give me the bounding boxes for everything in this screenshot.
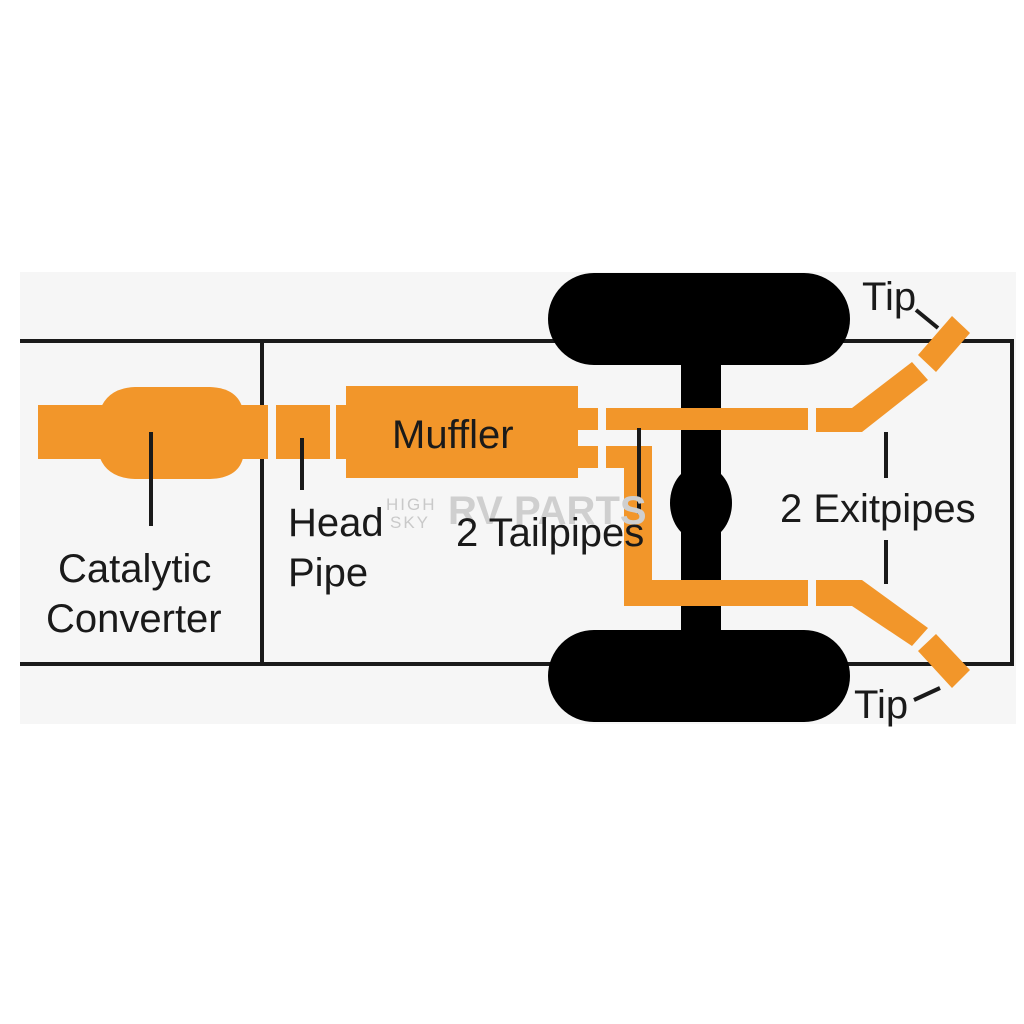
inlet-pipe [38,405,108,459]
watermark-small-line1: HIGH [386,495,437,514]
upper-exitpipe [816,362,928,432]
catalytic-converter-body [100,387,243,479]
exitpipes-label: 2 Exitpipes [780,487,976,531]
watermark-brand: RV PARTS [448,489,647,533]
converter-outlet [236,405,268,459]
catalytic-label-line2: Converter [46,597,222,641]
catalytic-label-line1: Catalytic [58,547,211,591]
top-wheel [548,273,850,365]
head-pipe-label-line1: Head [288,501,384,545]
callout-lines [149,308,941,702]
tailpipes-label: 2 Tailpipes [456,511,644,555]
diagram-background [20,272,1016,724]
muffler-outlet-lower [576,446,598,468]
differential [670,465,732,541]
muffler-body [346,386,578,478]
lower-exitpipe [816,580,928,646]
head-pipe-label-line2: Pipe [288,551,368,595]
bottom-tip-label: Tip [854,683,908,727]
bottom-tip-callout-line [913,686,941,702]
top-tip-label: Tip [862,275,916,319]
top-tip [918,316,970,372]
watermark: HIGH SKY RV PARTS [386,489,647,533]
lower-tailpipe [606,446,808,606]
bottom-tip [918,634,970,688]
muffler-label: Muffler [392,413,514,457]
bottom-wheel [548,630,850,722]
watermark-small-line2: SKY [390,513,430,532]
top-tip-callout-line [914,308,940,330]
upper-tailpipe [606,408,808,430]
muffler-outlet-upper [576,408,598,430]
